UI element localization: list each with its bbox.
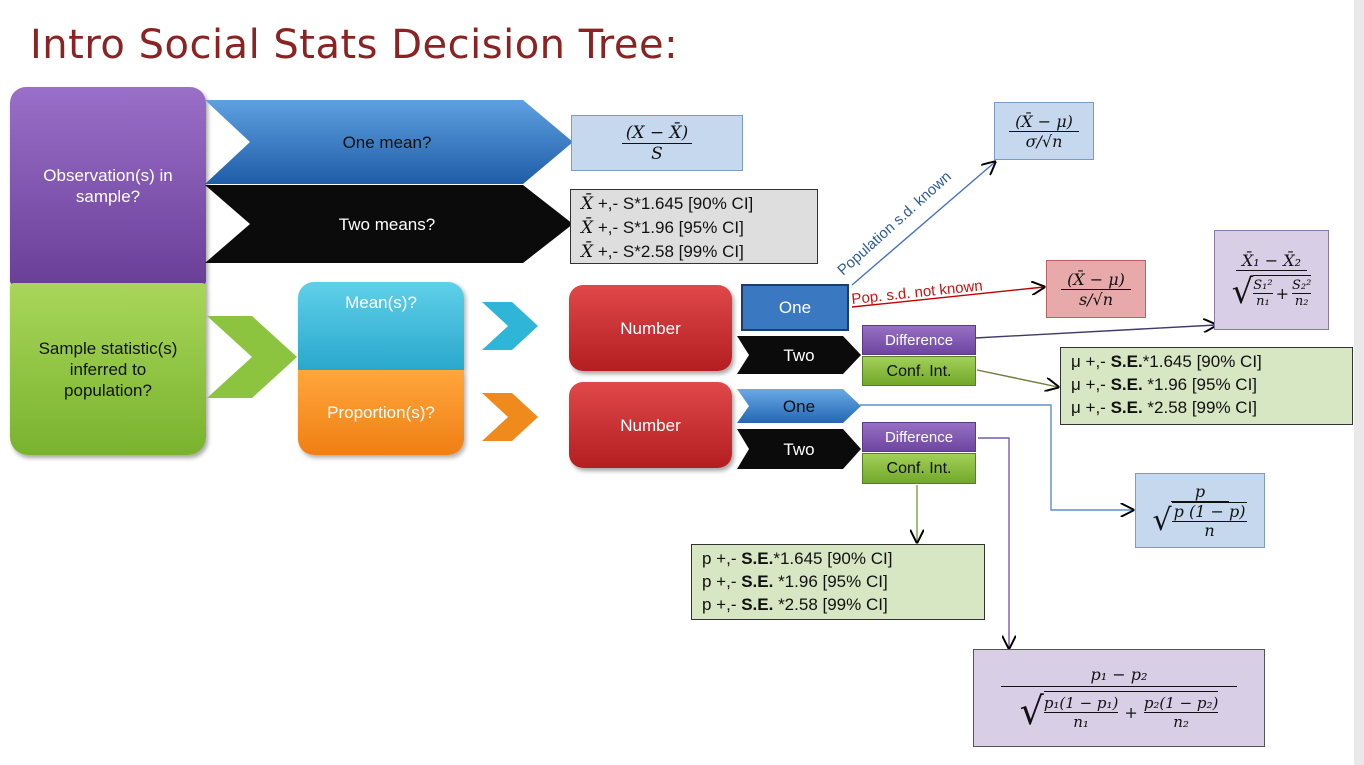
cyan-chevron-icon <box>482 302 538 350</box>
z-known-denominator: σ/√n <box>1025 131 1063 151</box>
two-means-label: Two means? <box>339 215 435 234</box>
diff-prop-line <box>978 437 1009 648</box>
two-means-arrow[interactable]: Two means? <box>205 185 575 263</box>
prop-difference-label: Difference <box>884 428 954 446</box>
sample-statistic-label: Sample statistic(s) inferred to populati… <box>38 338 178 400</box>
means-block[interactable]: Mean(s)? <box>298 282 464 370</box>
ci-mean-line <box>976 369 1058 387</box>
z-known-numerator: (X̄ − μ) <box>1009 112 1079 132</box>
mean-difference-label: Difference <box>884 331 954 349</box>
prop-ci-box: p +,- S.E.*1.645 [90% CI] p +,- S.E. *1.… <box>691 544 985 620</box>
pop-not-known-line <box>851 287 1044 308</box>
one-mean-label: One mean? <box>343 133 432 152</box>
proportions-block[interactable]: Proportion(s)? <box>298 370 464 455</box>
pop-known-label: Population s.d. known <box>834 168 954 279</box>
mean-conf-int-label: Conf. Int. <box>886 362 952 380</box>
z-score-denominator: S <box>651 143 663 164</box>
prop-formula: p √ p (1 − p) n <box>1135 473 1265 548</box>
number-prop-block[interactable]: Number <box>569 382 732 468</box>
pop-not-known-label: Pop. s.d. not known <box>851 277 984 308</box>
prop-one-label: One <box>783 397 815 416</box>
prop-conf-int-label: Conf. Int. <box>886 460 952 477</box>
mean-one-label: One <box>778 298 812 317</box>
number-mean-block[interactable]: Number <box>569 285 732 371</box>
t-numerator: (X̄ − μ) <box>1061 270 1131 290</box>
scrollbar[interactable] <box>1354 0 1364 765</box>
prop-two-label: Two <box>783 440 814 459</box>
sample-statistic-block[interactable]: Sample statistic(s) inferred to populati… <box>10 283 206 455</box>
proportions-label: Proportion(s)? <box>327 403 435 422</box>
two-means-ci-box: X̄ +,- S*1.645 [90% CI] X̄ +,- S*1.96 [9… <box>570 189 818 264</box>
ci-line-90: X̄ +,- S*1.645 [90% CI] <box>581 194 754 214</box>
number-prop-label: Number <box>620 415 681 435</box>
t-formula: (X̄ − μ) s/√n <box>1046 260 1146 318</box>
prop-ci-line-95: p +,- S.E. *1.96 [95% CI] <box>702 572 888 591</box>
ci-line-95: X̄ +,- S*1.96 [95% CI] <box>581 218 744 238</box>
number-mean-label: Number <box>620 318 681 338</box>
mean-one-box[interactable]: One <box>741 284 849 331</box>
mean-ci-box: μ +,- S.E.*1.645 [90% CI] μ +,- S.E. *1.… <box>1060 347 1353 425</box>
means-label: Mean(s)? <box>345 293 417 312</box>
mean-two-label: Two <box>783 346 814 365</box>
observations-label: Observation(s) in sample? <box>43 166 173 206</box>
mean-ci-line-99: μ +,- S.E. *2.58 [99% CI] <box>1071 398 1258 417</box>
diff-prop-formula: p₁ − p₂ √ p₁(1 − p₁)n₁ + p₂(1 − p₂)n₂ <box>973 649 1265 747</box>
ci-line-99: X̄ +,- S*2.58 [99% CI] <box>581 242 744 262</box>
page-title: Intro Social Stats Decision Tree: <box>30 22 679 68</box>
prop-one-line <box>860 404 1133 510</box>
pop-known-line <box>851 162 995 286</box>
orange-chevron-icon <box>482 393 538 441</box>
diff-means-numerator: X̄₁ − X̄₂ <box>1235 251 1308 271</box>
prop-two-arrow[interactable]: Two <box>737 429 863 469</box>
prop-numerator: p <box>1170 482 1230 502</box>
prop-ci-line-99: p +,- S.E. *2.58 [99% CI] <box>702 595 888 614</box>
mean-two-arrow[interactable]: Two <box>737 336 863 374</box>
observations-block[interactable]: Observation(s) in sample? <box>10 87 206 285</box>
z-score-numerator: (X − X̄) <box>621 123 693 144</box>
green-chevron-icon <box>207 316 297 398</box>
mean-difference-option[interactable]: Difference <box>862 325 976 355</box>
mean-conf-int-option[interactable]: Conf. Int. <box>862 356 976 386</box>
mean-ci-line-90: μ +,- S.E.*1.645 [90% CI] <box>1071 352 1262 371</box>
prop-conf-int-option[interactable]: Conf. Int. <box>862 453 976 484</box>
z-known-formula: (X̄ − μ) σ/√n <box>994 102 1094 160</box>
diff-means-line <box>974 325 1216 339</box>
one-mean-arrow[interactable]: One mean? <box>205 100 575 184</box>
prop-denominator: √ p (1 − p) n <box>1152 501 1248 540</box>
prop-one-arrow[interactable]: One <box>737 389 863 423</box>
z-score-formula: (X − X̄) S <box>571 115 743 171</box>
prop-ci-line-90: p +,- S.E.*1.645 [90% CI] <box>702 549 893 568</box>
prop-difference-option[interactable]: Difference <box>862 422 976 452</box>
diff-prop-numerator: p₁ − p₂ <box>1000 665 1238 687</box>
diff-prop-denominator: √ p₁(1 − p₁)n₁ + p₂(1 − p₂)n₂ <box>1019 689 1219 733</box>
mean-ci-line-95: μ +,- S.E. *1.96 [95% CI] <box>1071 375 1258 394</box>
t-denominator: s/√n <box>1078 289 1114 309</box>
